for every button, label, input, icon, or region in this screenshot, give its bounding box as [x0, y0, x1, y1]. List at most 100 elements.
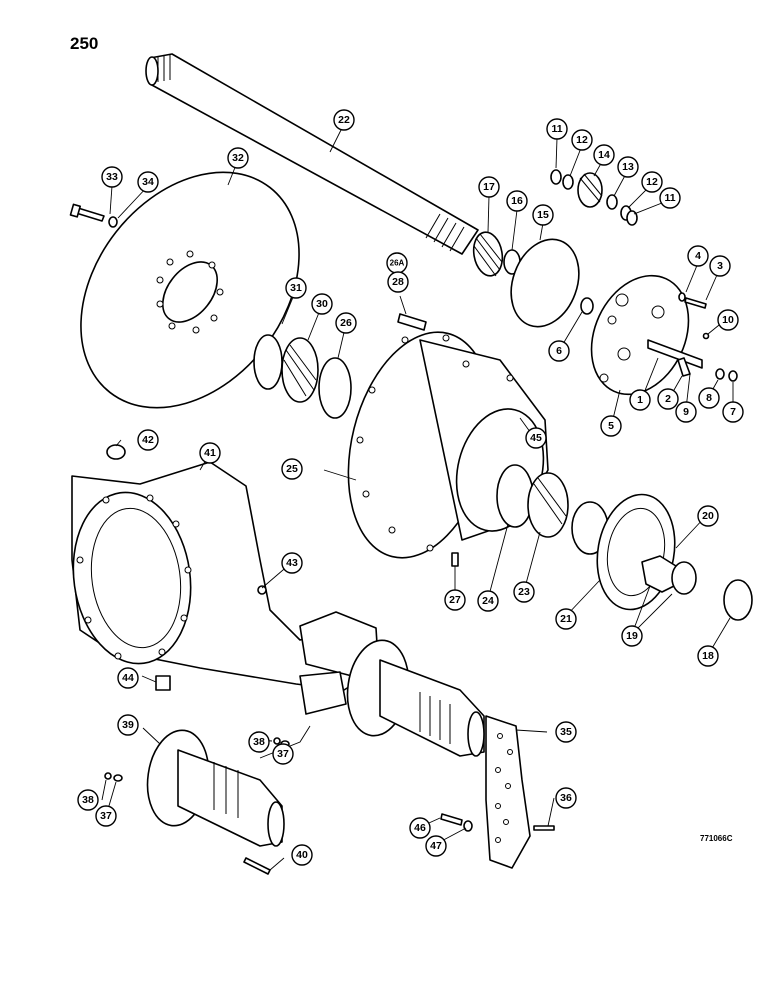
callout-38: 38: [77, 789, 99, 811]
callout-32: 32: [227, 147, 249, 169]
callout-24: 24: [477, 590, 499, 612]
svg-text:32: 32: [232, 152, 244, 164]
svg-text:45: 45: [530, 432, 542, 444]
callout-3: 3: [709, 255, 731, 277]
svg-text:26: 26: [340, 317, 352, 329]
callout-19: 19: [621, 625, 643, 647]
svg-text:26A: 26A: [390, 259, 405, 268]
svg-text:27: 27: [449, 594, 461, 606]
svg-text:25: 25: [286, 463, 298, 475]
callout-11: 11: [659, 187, 681, 209]
svg-text:11: 11: [664, 192, 675, 204]
gear-17: [472, 231, 504, 277]
callout-13: 13: [617, 156, 639, 178]
svg-text:38: 38: [82, 794, 94, 806]
axle-shaft: [145, 53, 479, 255]
svg-text:22: 22: [338, 114, 350, 126]
svg-text:28: 28: [392, 276, 404, 288]
svg-text:23: 23: [518, 586, 530, 598]
o-ring-15: [510, 238, 580, 328]
svg-text:37: 37: [100, 810, 112, 822]
bolt-3: [684, 297, 707, 309]
bolt-33: [69, 203, 105, 222]
callout-9: 9: [675, 401, 697, 423]
svg-text:18: 18: [702, 650, 714, 662]
callout-7: 7: [722, 401, 744, 423]
svg-text:2: 2: [665, 393, 671, 405]
callout-41: 41: [199, 442, 221, 464]
plug-27: [451, 552, 459, 567]
callout-42: 42: [137, 429, 159, 451]
nut-18: [723, 579, 753, 621]
nut-38b: [104, 772, 112, 780]
bearing-30: [281, 337, 319, 403]
plug-42: [106, 444, 126, 460]
ring-gear-carrier: [571, 493, 676, 611]
svg-text:30: 30: [316, 298, 328, 310]
planet-gear-14: [577, 172, 603, 208]
callout-44: 44: [117, 667, 139, 689]
washer-8: [715, 368, 725, 380]
callout-12: 12: [641, 171, 663, 193]
spindle-flange-right: [346, 639, 485, 757]
callout-4: 4: [687, 245, 709, 267]
callout-37: 37: [272, 743, 294, 765]
svg-text:15: 15: [537, 209, 549, 221]
spindle-39: [146, 729, 285, 847]
callout-22: 22: [333, 109, 355, 131]
svg-text:3: 3: [717, 260, 723, 272]
callout-26: 26: [335, 312, 357, 334]
svg-text:9: 9: [683, 406, 689, 418]
callout-47: 47: [425, 835, 447, 857]
svg-text:19: 19: [626, 630, 638, 642]
washer-11: [550, 169, 562, 185]
callout-45: 45: [525, 427, 547, 449]
svg-text:12: 12: [576, 134, 588, 146]
svg-text:36: 36: [560, 792, 572, 804]
washer-34: [108, 216, 118, 228]
callout-43: 43: [281, 552, 303, 574]
seal-31: [253, 334, 283, 390]
callout-21: 21: [555, 608, 577, 630]
wheel-hub: [347, 331, 549, 559]
svg-text:43: 43: [286, 557, 298, 569]
svg-text:10: 10: [722, 314, 734, 326]
svg-text:24: 24: [482, 595, 494, 607]
svg-text:8: 8: [706, 392, 712, 404]
callout-35: 35: [555, 721, 577, 743]
svg-text:12: 12: [646, 176, 658, 188]
bearing-cup-24: [496, 464, 534, 528]
svg-text:14: 14: [598, 149, 610, 161]
bearing-23: [527, 472, 569, 538]
svg-text:37: 37: [277, 748, 289, 760]
stud-28: [397, 313, 427, 331]
callout-25: 25: [281, 458, 303, 480]
callout-17: 17: [478, 176, 500, 198]
callout-18: 18: [697, 645, 719, 667]
svg-text:4: 4: [695, 250, 701, 262]
callout-30: 30: [311, 293, 333, 315]
svg-text:6: 6: [556, 345, 562, 357]
svg-text:13: 13: [622, 161, 634, 173]
callout-40: 40: [291, 844, 313, 866]
callout-11: 11: [546, 118, 568, 140]
svg-text:39: 39: [122, 719, 134, 731]
pin-2: [677, 357, 691, 377]
bolt-36: [533, 825, 555, 831]
washer-11b: [626, 210, 638, 226]
callout-6: 6: [548, 340, 570, 362]
washer-12: [562, 174, 574, 190]
callout-31: 31: [285, 277, 307, 299]
svg-text:46: 46: [414, 822, 426, 834]
bearing-cup-26: [318, 357, 352, 419]
callout-34: 34: [137, 171, 159, 193]
svg-text:34: 34: [142, 176, 154, 188]
callout-8: 8: [698, 387, 720, 409]
svg-text:21: 21: [560, 613, 572, 625]
svg-text:44: 44: [122, 672, 134, 684]
callout-46: 46: [409, 817, 431, 839]
callout-33: 33: [101, 166, 123, 188]
washer-13: [606, 194, 618, 210]
svg-text:40: 40: [296, 849, 308, 861]
